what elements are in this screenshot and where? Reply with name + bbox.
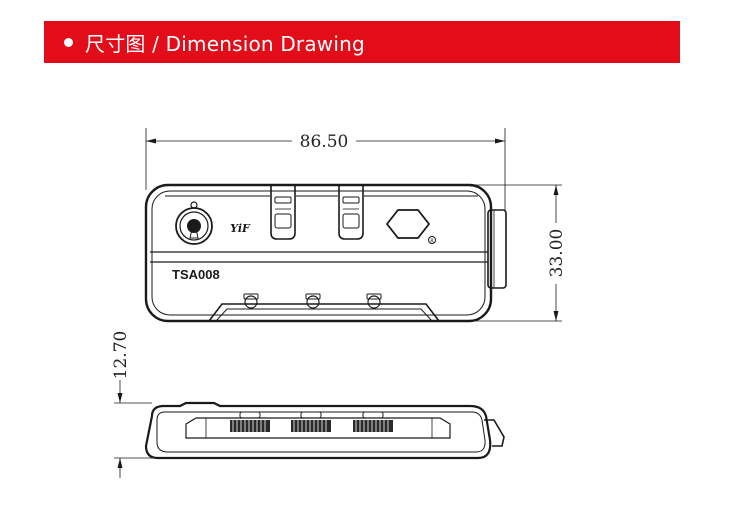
slider-button-right [338,185,364,240]
height-label: 33.00 [547,229,567,278]
width-label: 86.50 [300,132,349,152]
lock-front-view: YiF R TSA008 [144,183,507,323]
bullet-icon [64,37,73,47]
slider-button-left [270,185,296,240]
diamond-indicator [385,209,431,239]
svg-text:R: R [430,239,434,245]
dial-wheel [243,293,259,309]
model-label: TSA008 [172,267,220,282]
depth-label: 12.70 [111,331,131,380]
depth-dimension: 12.70 [111,331,152,478]
width-dimension: 86.50 [145,128,506,212]
dial-edge [291,411,331,432]
lock-bottom-view [144,401,505,460]
dial-wheel [366,293,382,309]
height-dimension: 33.00 [460,184,567,322]
dial-edge [353,411,393,432]
section-title: 尺寸图 / Dimension Drawing [85,31,365,56]
section-header: 尺寸图 / Dimension Drawing [44,21,680,63]
dial-wheel [305,293,321,309]
dial-edge [230,411,270,432]
brand-logo: YiF [230,222,251,235]
